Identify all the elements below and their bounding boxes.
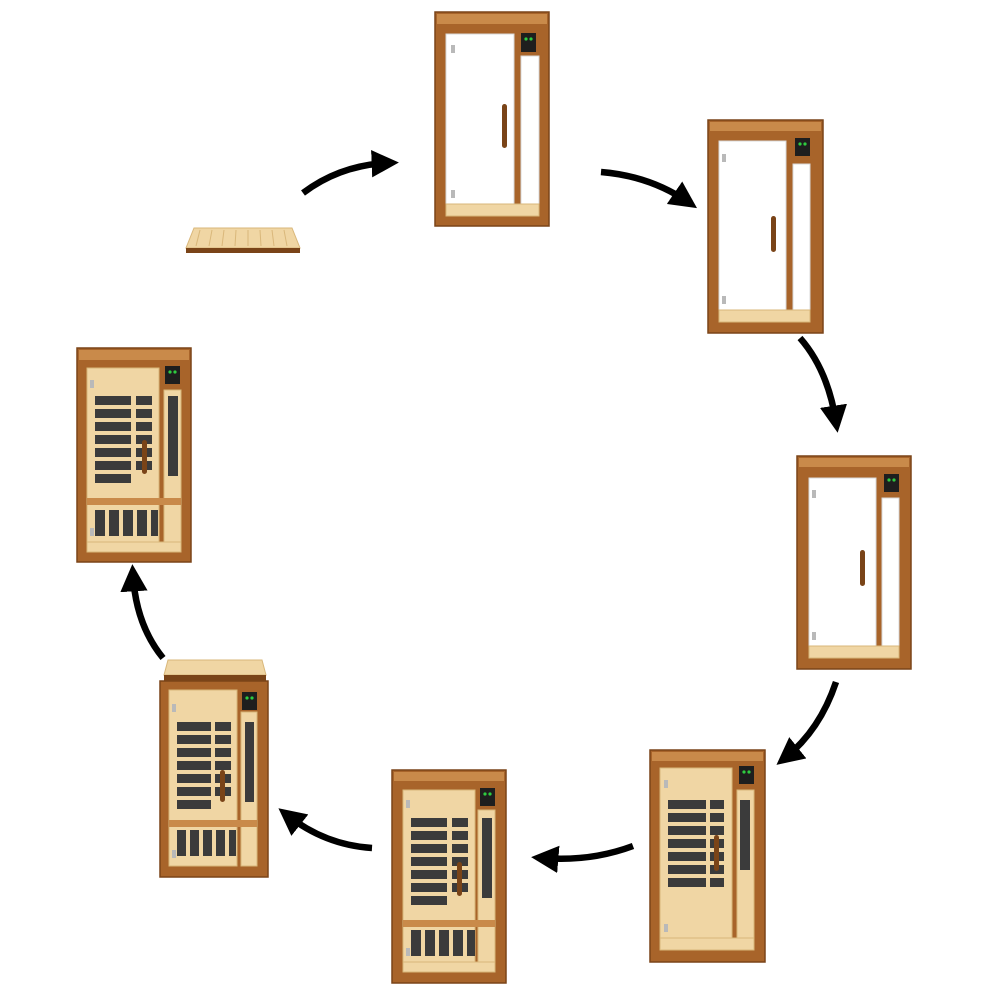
step-bench-and-door (391, 769, 507, 984)
arrow-2 (600, 168, 698, 209)
arrow-7 (120, 564, 166, 661)
step-interior-panels-heaters (649, 749, 766, 963)
arrow-5 (531, 842, 635, 873)
arrow-4 (776, 680, 840, 765)
arrow-6 (278, 808, 373, 852)
step-front-frame-added (796, 455, 912, 670)
step-side-walls-added (707, 119, 824, 334)
step-completed-sauna (76, 347, 192, 563)
step-roof-placement (159, 659, 269, 878)
step-floor-base (185, 227, 301, 253)
step-back-wall-frame (434, 11, 550, 227)
arrow-3 (797, 335, 847, 433)
arrow-1 (301, 150, 399, 196)
